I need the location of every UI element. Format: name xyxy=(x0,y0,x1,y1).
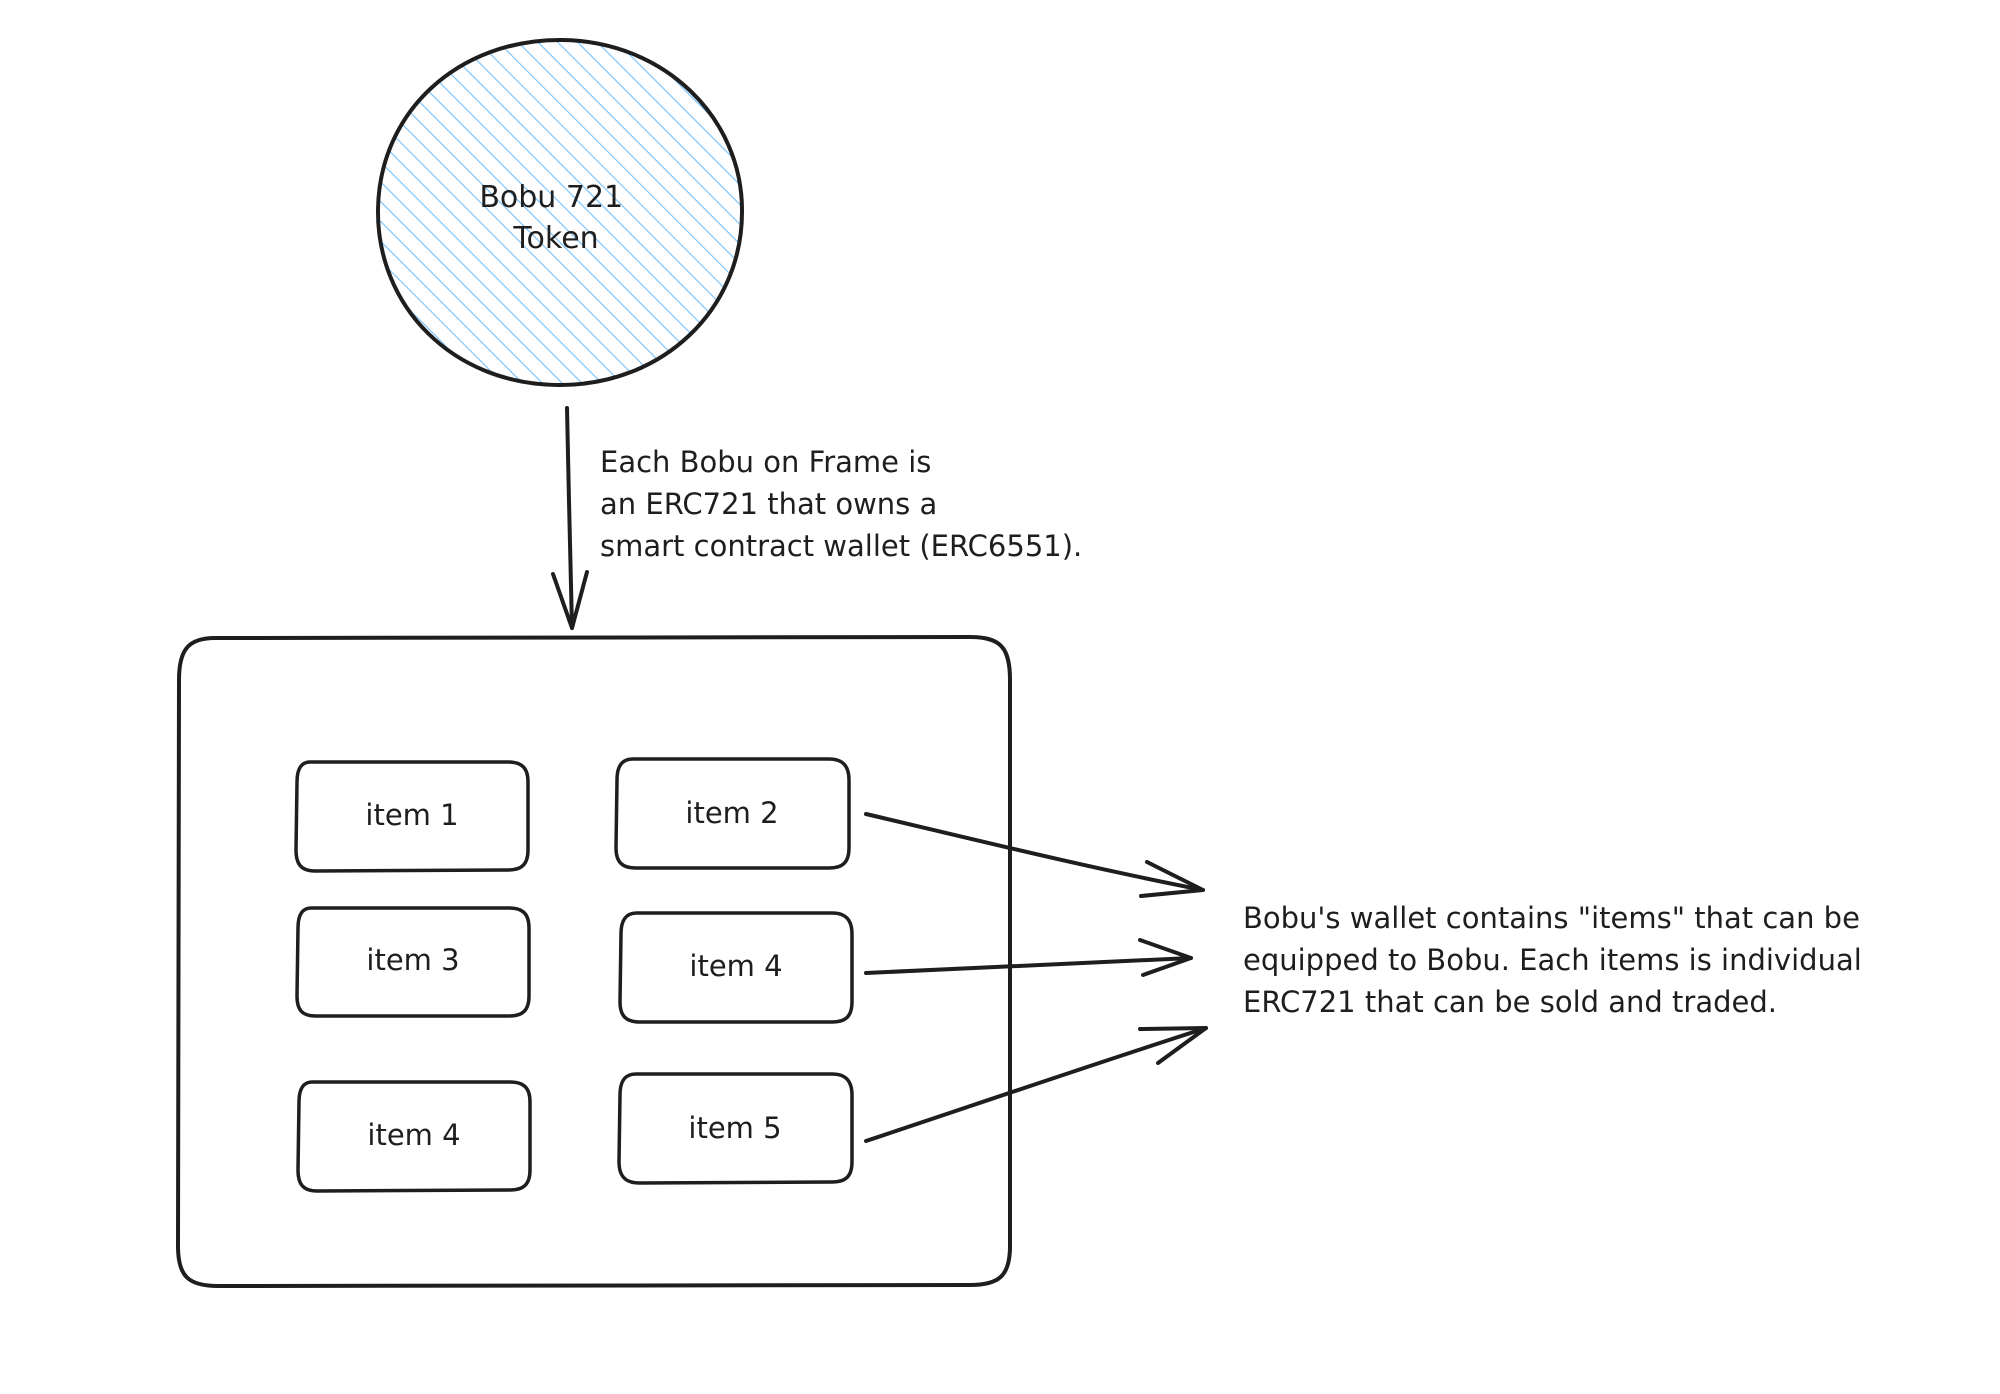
token-arrow-shaft xyxy=(565,406,574,630)
item-4-arrow-head xyxy=(1138,938,1193,977)
item-box-3-outline xyxy=(295,906,531,1018)
items-note: Bobu's wallet contains "items" that can … xyxy=(1243,901,1871,1019)
items-note-line-1: Bobu's wallet contains "items" that can … xyxy=(1243,901,1860,935)
token-note-line-3: smart contract wallet (ERC6551). xyxy=(600,529,1082,563)
item-box-3[interactable]: item 3 xyxy=(295,906,531,1018)
item-box-1-outline xyxy=(294,760,530,873)
item-label-2: item 2 xyxy=(685,796,778,830)
item-box-6-outline xyxy=(617,1072,854,1185)
token-label-line-2: Token xyxy=(512,221,598,256)
item-label-3: item 3 xyxy=(366,943,459,977)
item-box-4-outline xyxy=(618,911,854,1024)
items-note-line-2: equipped to Bobu. Each items is individu… xyxy=(1243,943,1862,977)
item-2-arrow-shaft xyxy=(864,812,1205,892)
token-note-line-2: an ERC721 that owns a xyxy=(600,487,937,521)
item-box-5-outline xyxy=(296,1080,532,1193)
wallet-outline xyxy=(176,635,1012,1288)
item-box-6[interactable]: item 5 xyxy=(617,1072,854,1185)
wallet-container[interactable] xyxy=(176,635,1012,1288)
token-circle-fill xyxy=(378,40,742,384)
item-label-5: item 4 xyxy=(367,1118,460,1152)
items-note-line-3: ERC721 that can be sold and traded. xyxy=(1243,985,1777,1019)
token-node[interactable]: Bobu 721 Token xyxy=(375,37,745,388)
item-4-arrow-shaft xyxy=(864,956,1193,975)
item-label-6: item 5 xyxy=(688,1111,781,1145)
item-box-2-outline xyxy=(614,757,851,870)
item-box-5[interactable]: item 4 xyxy=(296,1080,532,1193)
token-note-line-1: Each Bobu on Frame is xyxy=(600,445,931,479)
item-label-1: item 1 xyxy=(365,798,458,832)
item-4-arrow xyxy=(864,938,1193,977)
item-box-4[interactable]: item 4 xyxy=(618,911,854,1024)
item-label-4: item 4 xyxy=(689,949,782,983)
item-box-1[interactable]: item 1 xyxy=(294,760,530,873)
item-2-arrow-head xyxy=(1139,860,1205,898)
item-5-arrow-shaft xyxy=(864,1026,1208,1143)
item-5-arrow xyxy=(864,1026,1208,1143)
token-circle-outline xyxy=(375,37,745,388)
token-to-wallet-arrow xyxy=(551,406,589,630)
token-label-line-1: Bobu 721 xyxy=(479,180,623,215)
token-label: Bobu 721 Token xyxy=(479,180,632,256)
token-arrow-head xyxy=(551,570,589,630)
item-5-arrow-head xyxy=(1138,1026,1208,1065)
token-arrow-note: Each Bobu on Frame is an ERC721 that own… xyxy=(600,445,1082,563)
item-box-2[interactable]: item 2 xyxy=(614,757,851,870)
item-2-arrow xyxy=(864,812,1205,898)
